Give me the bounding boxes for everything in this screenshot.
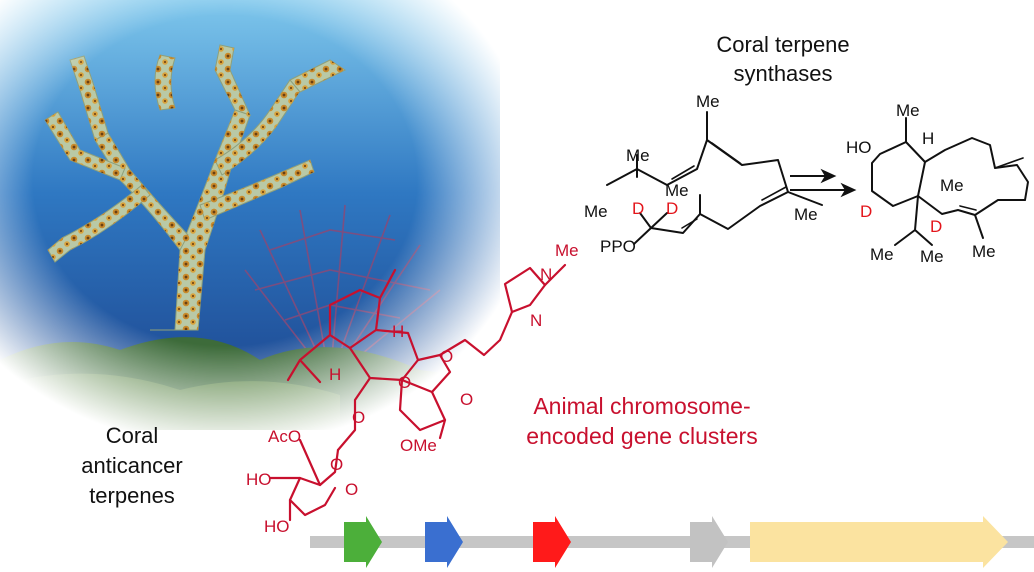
me-label: Me <box>940 176 964 195</box>
anticancer-label-line3: terpenes <box>89 483 175 508</box>
reaction-arrows <box>790 168 857 198</box>
gene-arrow-yellow <box>750 516 1008 568</box>
me-label: Me <box>896 101 920 120</box>
n-label: N <box>540 265 552 284</box>
synthases-title-line2: synthases <box>733 61 832 86</box>
coral-polyps <box>45 45 345 330</box>
gene-cluster <box>310 516 1034 568</box>
me-label: Me <box>665 181 689 200</box>
substrate-labels: Me Me Me Me Me PPO D D <box>584 92 818 256</box>
o-label: O <box>398 373 411 392</box>
hydroxyl-label: HO <box>246 470 272 489</box>
o-label: O <box>440 347 453 366</box>
hydroxyl-label: HO <box>846 138 872 157</box>
substrate-structure <box>606 111 823 245</box>
n-label: N <box>530 311 542 330</box>
o-label: O <box>330 455 343 474</box>
acetoxy-label: AcO <box>268 427 301 446</box>
me-label: Me <box>972 242 996 261</box>
gene-arrow-red <box>533 516 571 568</box>
synthases-title-line1: Coral terpene <box>716 32 849 57</box>
o-label: O <box>460 390 473 409</box>
me-label: Me <box>555 241 579 260</box>
me-label: Me <box>696 92 720 111</box>
me-label: Me <box>626 146 650 165</box>
deuterium-label: D <box>930 217 942 236</box>
deuterium-label: D <box>632 199 644 218</box>
sea-fan <box>244 204 441 381</box>
hydrogen-label: H <box>392 322 404 341</box>
methoxy-label: OMe <box>400 436 437 455</box>
product-structure <box>871 117 1029 246</box>
anticancer-structure-labels: N N Me O O O H H OMe O O O AcO HO HO <box>246 241 579 536</box>
gene-arrow-blue <box>425 516 463 568</box>
anticancer-label-line2: anticancer <box>81 453 183 478</box>
ppo-label: PPO <box>600 237 636 256</box>
me-label: Me <box>584 202 608 221</box>
me-label: Me <box>794 205 818 224</box>
hydroxyl-label: HO <box>264 517 290 536</box>
hydrogen-label: H <box>329 365 341 384</box>
gene-cluster-label-line1: Animal chromosome- <box>533 393 750 419</box>
deuterium-label: D <box>860 202 872 221</box>
gene-arrow-gray <box>690 516 728 568</box>
hydrogen-label: H <box>922 129 934 148</box>
gene-cluster-label-line2: encoded gene clusters <box>526 423 757 449</box>
coral-photo <box>0 0 500 430</box>
anticancer-terpene-structure <box>268 263 567 522</box>
gene-arrow-green <box>344 516 382 568</box>
deuterium-label: D <box>666 199 678 218</box>
me-label: Me <box>870 245 894 264</box>
o-label: O <box>352 408 365 427</box>
o-label: O <box>345 480 358 499</box>
product-labels: Me HO H Me Me Me Me D D <box>846 101 996 266</box>
me-label: Me <box>920 247 944 266</box>
anticancer-label-line1: Coral <box>106 423 159 448</box>
